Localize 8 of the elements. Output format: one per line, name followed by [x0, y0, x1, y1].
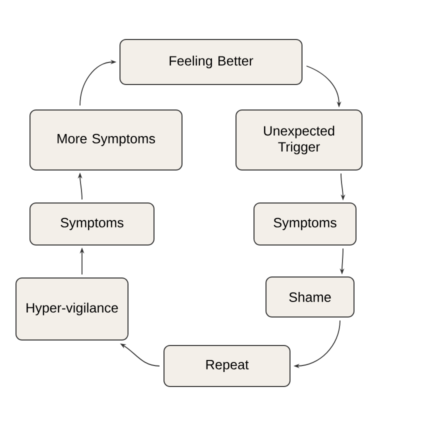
- process-box: Hyper-vigilance: [16, 278, 128, 340]
- process-box: Symptoms: [30, 202, 154, 246]
- process-box: Unexpected Trigger: [236, 110, 362, 170]
- process-box: Symptoms: [254, 202, 356, 246]
- process-box: More Symptoms: [30, 110, 182, 170]
- process-box: Feeling Better: [120, 39, 302, 85]
- process-box: Repeat: [164, 345, 290, 387]
- process-box: Shame: [266, 276, 354, 318]
